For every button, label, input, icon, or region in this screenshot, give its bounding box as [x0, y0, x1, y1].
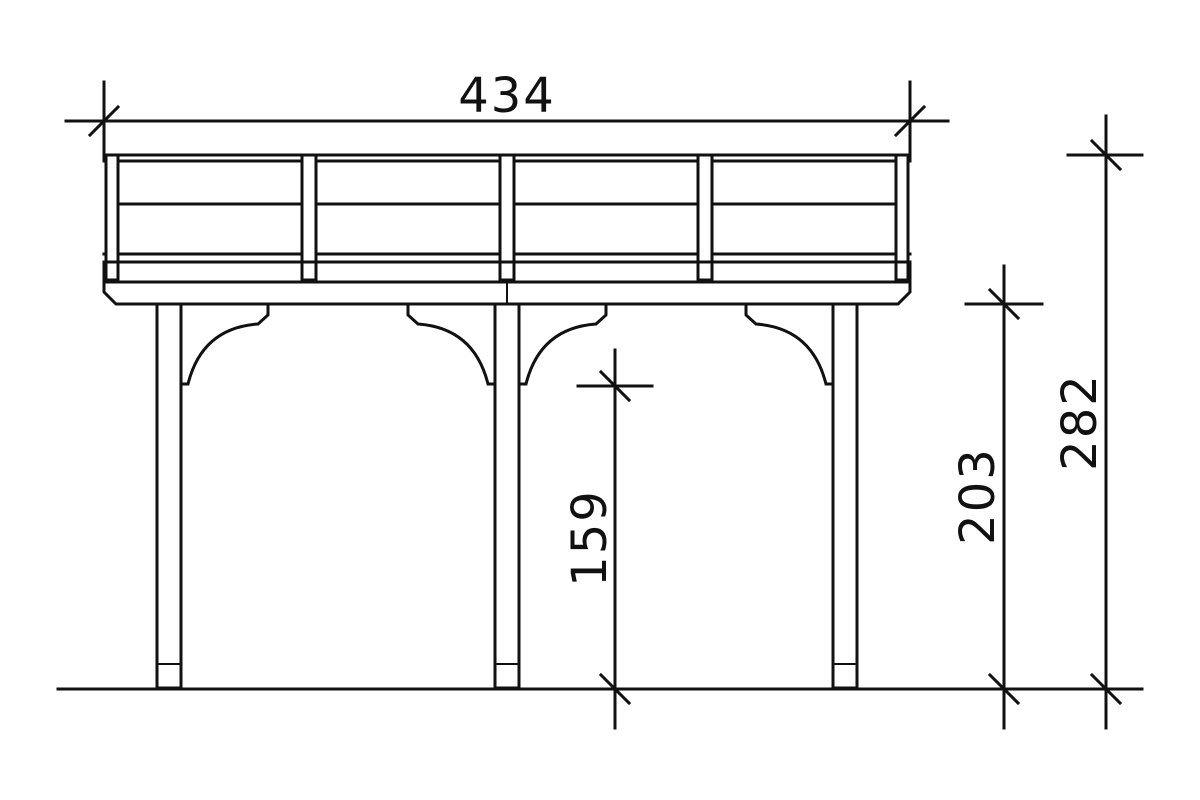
knee-brace-4	[744, 302, 835, 386]
roof-structure	[102, 153, 912, 306]
column-right	[831, 302, 859, 690]
railing-post-1	[104, 153, 120, 282]
knee-brace-2	[406, 302, 497, 386]
railing-post-5	[894, 153, 910, 282]
dimension-clear-height: 159	[562, 348, 654, 730]
knee-brace-1	[179, 302, 270, 386]
dimension-total-height-label: 282	[1052, 373, 1108, 471]
dimension-eave-height: 203	[950, 264, 1044, 730]
dimension-width-label: 434	[458, 68, 556, 124]
knee-brace-3	[517, 302, 608, 386]
column-middle	[493, 302, 521, 690]
railing-post-2	[300, 153, 318, 282]
dimension-width: 434	[64, 68, 950, 154]
dimension-clear-height-label: 159	[562, 489, 618, 587]
railing-post-3	[498, 153, 516, 282]
railing-post-4	[696, 153, 714, 282]
dimension-total-height: 282	[1052, 114, 1144, 730]
dimension-eave-height-label: 203	[950, 447, 1006, 545]
column-left	[155, 302, 183, 690]
